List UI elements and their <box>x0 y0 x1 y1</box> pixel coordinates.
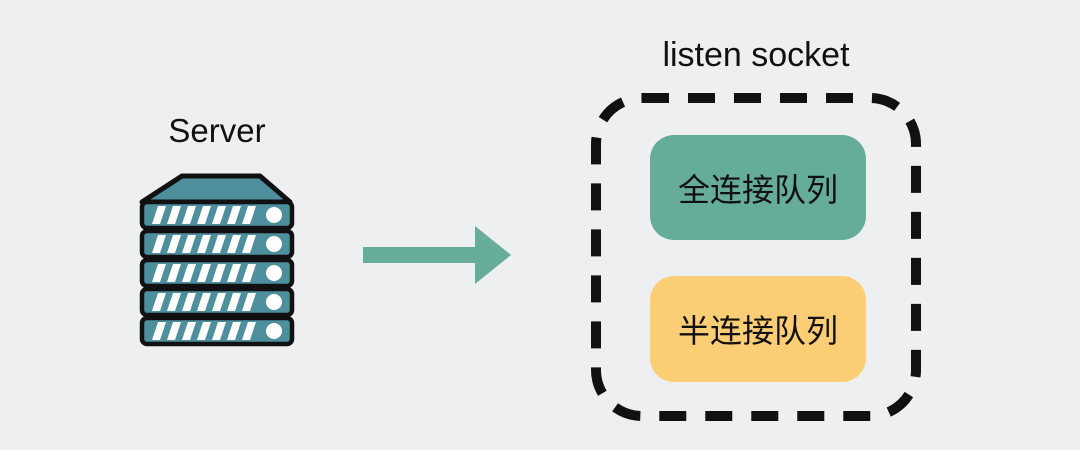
server-label: Server <box>168 112 266 149</box>
full-connection-queue-label: 全连接队列 <box>677 171 838 208</box>
listen-socket-title: listen socket <box>662 36 850 74</box>
listen-socket-dashed-border <box>591 93 921 421</box>
half-connection-queue-box: 半连接队列 <box>650 276 866 382</box>
server-rack-icon <box>139 173 296 351</box>
arrow-right-icon <box>363 226 511 284</box>
full-connection-queue-box: 全连接队列 <box>650 135 866 240</box>
half-connection-queue-label: 半连接队列 <box>677 313 838 349</box>
